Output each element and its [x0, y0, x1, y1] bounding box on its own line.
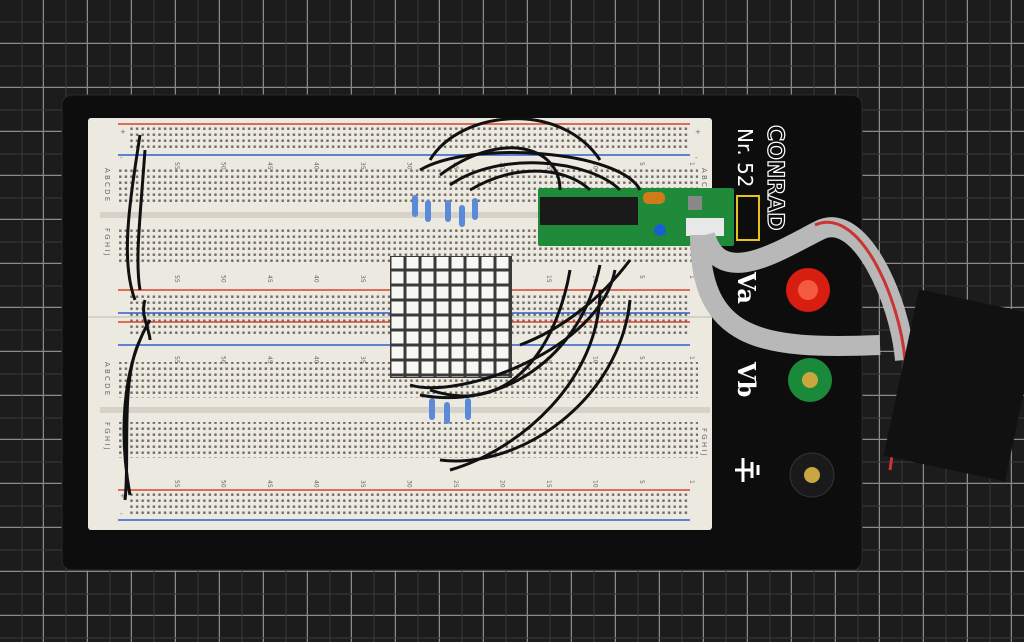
- column-number: 10: [592, 275, 599, 283]
- row-letters-bottom: F G H I J: [103, 422, 111, 450]
- ic-chip: [540, 197, 638, 225]
- column-number: 15: [545, 480, 552, 488]
- conrad-logo: CONRAD: [762, 125, 787, 231]
- column-number: 55: [173, 162, 180, 170]
- connector-socket: [686, 218, 724, 236]
- column-number: 5: [638, 480, 645, 484]
- resistor: [465, 398, 471, 420]
- resistor: [459, 205, 465, 227]
- column-number: 5: [638, 162, 645, 166]
- pin-header: [736, 195, 760, 241]
- rail-plus-label: +: [695, 128, 701, 136]
- column-number: 45: [266, 480, 273, 488]
- row-letters-bottom: F G H I J: [700, 428, 708, 456]
- column-number: 5: [638, 275, 645, 279]
- column-number: 40: [313, 480, 320, 488]
- column-number: 50: [220, 480, 227, 488]
- column-number: 55: [173, 275, 180, 283]
- rail-minus-label: -: [695, 154, 698, 162]
- column-number: 35: [359, 162, 366, 170]
- model-number: Nr. 52: [733, 128, 757, 188]
- column-number: 30: [406, 162, 413, 170]
- row-letters-top: A B C D E: [103, 362, 111, 395]
- column-number: 40: [313, 162, 320, 170]
- column-number: 1: [688, 356, 695, 360]
- column-number: 30: [406, 480, 413, 488]
- column-number: 15: [545, 162, 552, 170]
- resistor: [429, 398, 435, 420]
- column-number: 1: [688, 480, 695, 484]
- column-number: 20: [499, 480, 506, 488]
- reset-button[interactable]: [688, 196, 702, 210]
- row-letters-top: A B C D E: [700, 168, 708, 201]
- resistor: [425, 200, 431, 222]
- resistor: [444, 402, 450, 424]
- column-number: 55: [173, 356, 180, 364]
- column-number: 10: [592, 162, 599, 170]
- microcontroller-module: [538, 188, 760, 246]
- rail-minus-label: -: [120, 510, 123, 518]
- column-number: 10: [592, 356, 599, 364]
- column-number: 55: [173, 480, 180, 488]
- jumper-wires: [122, 117, 642, 501]
- column-number: 1: [688, 275, 695, 279]
- column-number: 5: [638, 356, 645, 360]
- terminal-va[interactable]: [786, 268, 830, 312]
- resistor: [472, 198, 478, 220]
- resistor: [412, 195, 418, 217]
- rail-minus-label: -: [120, 154, 123, 162]
- column-number: 35: [359, 275, 366, 283]
- column-number: 35: [359, 356, 366, 364]
- column-number: 25: [452, 480, 459, 488]
- column-number: 45: [266, 162, 273, 170]
- column-number: 50: [220, 356, 227, 364]
- column-number: 1: [688, 162, 695, 166]
- rail-plus-label: +: [120, 128, 126, 136]
- column-number: 50: [220, 162, 227, 170]
- resistors: [412, 195, 478, 424]
- ribbon-connector: [883, 289, 1024, 482]
- capacitor: [643, 192, 665, 204]
- led-matrix: [390, 256, 512, 378]
- column-number: 15: [545, 275, 552, 283]
- column-number: 40: [313, 356, 320, 364]
- terminal-ground[interactable]: [789, 452, 835, 498]
- column-number: 40: [313, 275, 320, 283]
- ground-symbol-icon: [735, 458, 760, 482]
- column-number: 50: [220, 275, 227, 283]
- column-number: 35: [359, 480, 366, 488]
- row-letters-top: A B C D E: [103, 168, 111, 201]
- terminal-a-label: Va: [732, 271, 761, 304]
- column-number: 45: [266, 275, 273, 283]
- terminal-vb[interactable]: [788, 358, 832, 402]
- terminal-b-label: Vb: [732, 361, 761, 397]
- column-number: 45: [266, 356, 273, 364]
- rail-plus-label: +: [120, 492, 126, 500]
- column-number: 10: [592, 480, 599, 488]
- row-letters-bottom: F G H I J: [103, 228, 111, 256]
- resistor: [445, 200, 451, 222]
